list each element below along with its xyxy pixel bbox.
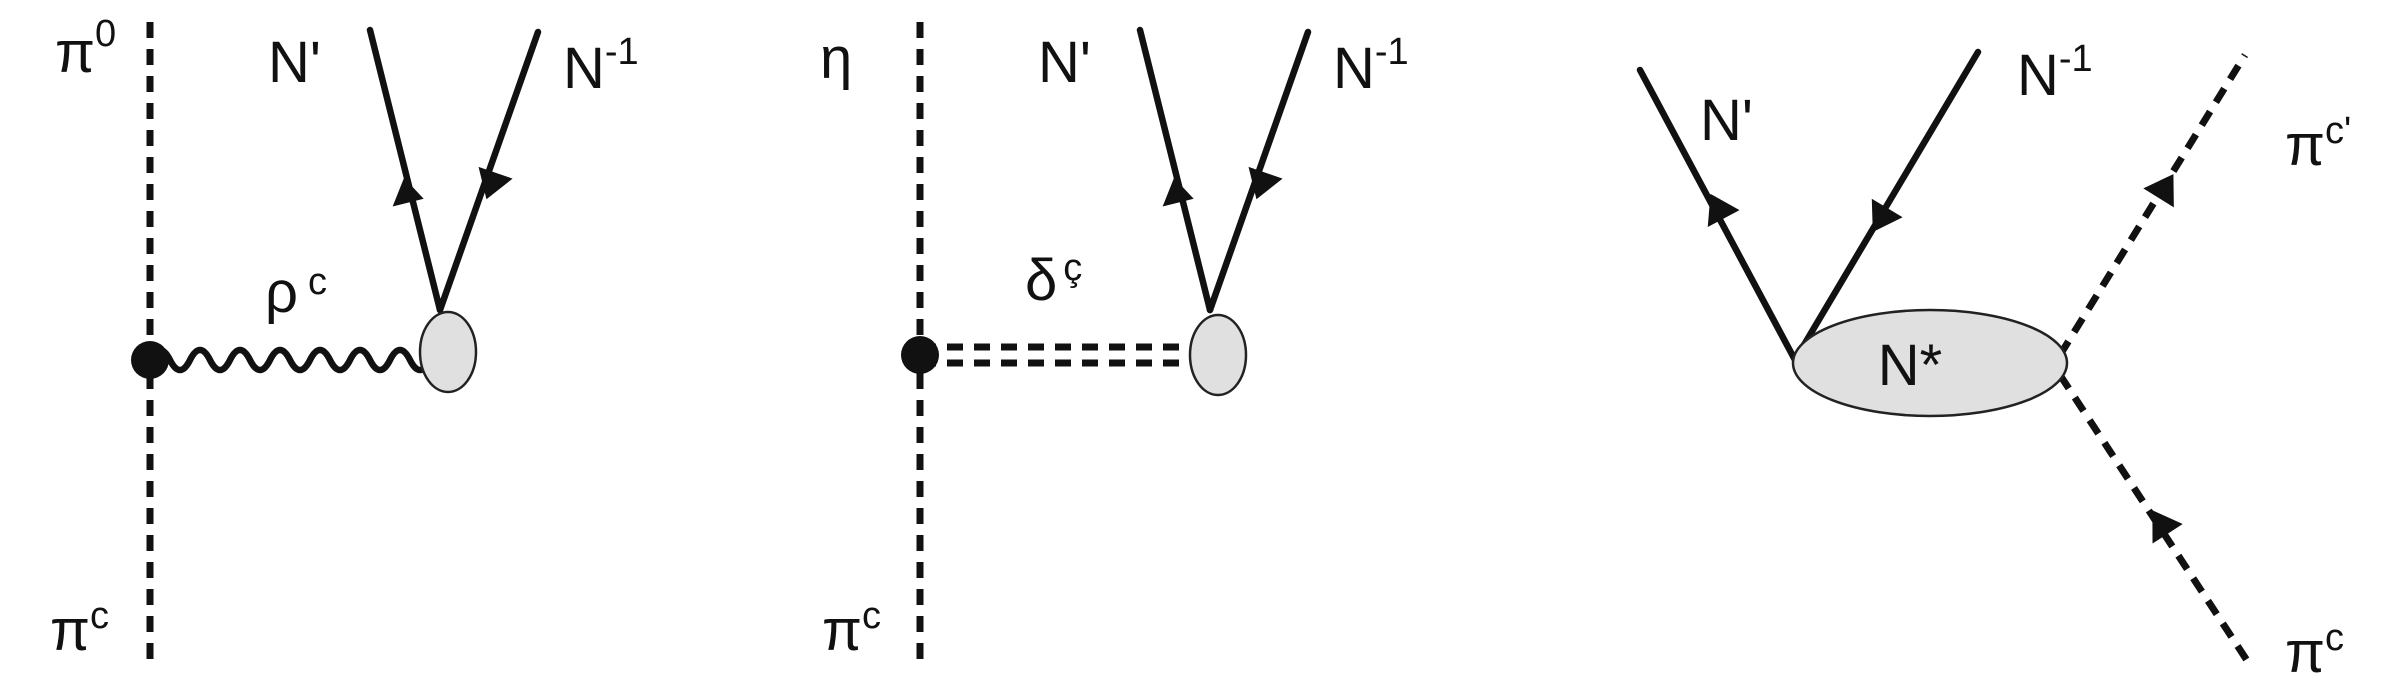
label-eta-d2: η [820, 26, 852, 91]
vertex-dot-d1 [131, 341, 169, 379]
label-nstar: N* [1878, 333, 1942, 398]
arrow-pion-out [2143, 174, 2174, 208]
vertex-blob-d1 [418, 310, 478, 394]
arrow-down-d2 [1248, 166, 1283, 200]
label-pic-d1: πc [50, 595, 109, 663]
vertex-blob-d2 [1188, 313, 1248, 397]
label-pi0-d1: π0 [55, 13, 116, 85]
label-nminus-d2: N-1 [1333, 31, 1409, 101]
pion-out-line [2057, 53, 2248, 357]
label-pic-prime-d3: πc' [2285, 110, 2351, 178]
nucleon-line-d2 [1136, 26, 1214, 314]
arrow-down-d1 [478, 166, 513, 200]
arrow-pion-in [2152, 510, 2183, 544]
label-nprime-d3: N' [1700, 88, 1753, 153]
vertex-dot-d2 [901, 336, 939, 374]
label-pic-d3: πc [2285, 617, 2344, 685]
arrow-up-d3 [1707, 193, 1740, 228]
label-nprime-d2: N' [1038, 30, 1091, 95]
label-nminus-d3: N-1 [2017, 38, 2093, 108]
label-nminus-d1: N-1 [563, 31, 639, 101]
arrow-down-d3 [1871, 198, 1903, 233]
hole-line-d3 [1791, 48, 1982, 364]
diagram-3-nstar-resonance: N* N' N-1 πc' πc [1636, 38, 2351, 685]
label-pic-d2: πc [822, 595, 881, 663]
nucleon-line-d1 [366, 26, 444, 314]
nstar-blob [1791, 308, 2069, 418]
arrow-up-d1 [392, 177, 424, 207]
arrow-up-d2 [1162, 177, 1194, 207]
label-nprime-d1: N' [268, 30, 321, 95]
rho-wavy-line [146, 346, 454, 374]
